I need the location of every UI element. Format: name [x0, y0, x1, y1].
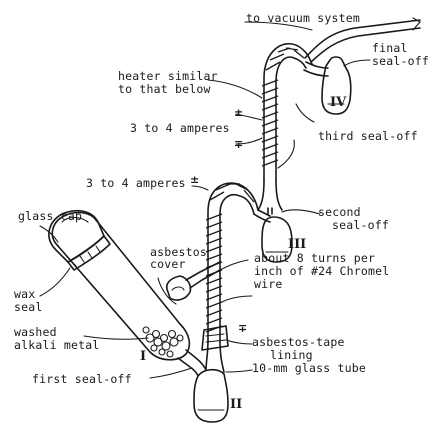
bulb-II: [193, 368, 229, 423]
label-lining-1: asbestos-tape: [252, 335, 345, 349]
leader-lines: [39, 21, 371, 379]
tilted-container: [48, 209, 207, 377]
bulb-IV: [321, 56, 352, 115]
label-turns-1: about 8 turns per: [254, 251, 375, 265]
label-glass-cap: glass cap: [18, 209, 82, 223]
label-washed-1: washed: [14, 325, 57, 339]
vacuum-line: [304, 17, 421, 63]
label-wax-seal-2: seal: [14, 300, 43, 314]
label-turns-3: wire: [254, 277, 283, 291]
label-turns-2: inch of #24 Chromel: [254, 264, 389, 278]
sign-upper-minus-plus: ∓: [234, 138, 243, 151]
label-final-seal-2: seal-off: [372, 54, 429, 68]
upper-heater-winding: [261, 47, 305, 169]
label-washed-2: alkali metal: [14, 338, 99, 352]
alkali-metal-beads: [142, 326, 184, 358]
label-heater-2: to that below: [118, 82, 211, 96]
label-to-vacuum: to vacuum system: [246, 11, 360, 25]
vessel-label-III: III: [288, 237, 306, 252]
label-second-seal-2: seal-off: [332, 218, 389, 232]
label-first-seal: first seal-off: [32, 372, 132, 386]
asbestos-cover: [157, 261, 221, 305]
label-glass-tube: 10-mm glass tube: [252, 361, 366, 375]
label-amps-upper: 3 to 4 amperes: [130, 121, 230, 135]
middle-heater-winding: [205, 183, 255, 333]
label-heater-1: heater similar: [118, 69, 218, 83]
bulb-III: [261, 216, 293, 263]
vessel-label-IV: IV: [330, 95, 347, 110]
upper-tube-bottom: [257, 179, 283, 215]
label-third-seal: third seal-off: [318, 129, 418, 143]
sign-lining-minus-plus: ∓: [238, 322, 247, 335]
upper-tube: [263, 43, 329, 181]
label-second-seal-1: second: [318, 205, 361, 219]
label-wax-seal-1: wax: [14, 287, 35, 301]
label-lining-2: lining: [270, 348, 313, 362]
label-asbestos-cover-1: asbestos: [150, 245, 207, 259]
vessel-label-I: I: [140, 349, 146, 364]
sign-upper-plus-minus: ±: [234, 106, 243, 119]
middle-tube-bottom: [201, 325, 229, 373]
label-final-seal-1: final: [372, 41, 408, 55]
vessel-label-II: II: [230, 397, 242, 412]
sign-lower-plus-minus: ±: [190, 173, 199, 186]
label-amps-lower: 3 to 4 amperes: [86, 176, 186, 190]
label-asbestos-cover-2: cover: [150, 257, 186, 271]
